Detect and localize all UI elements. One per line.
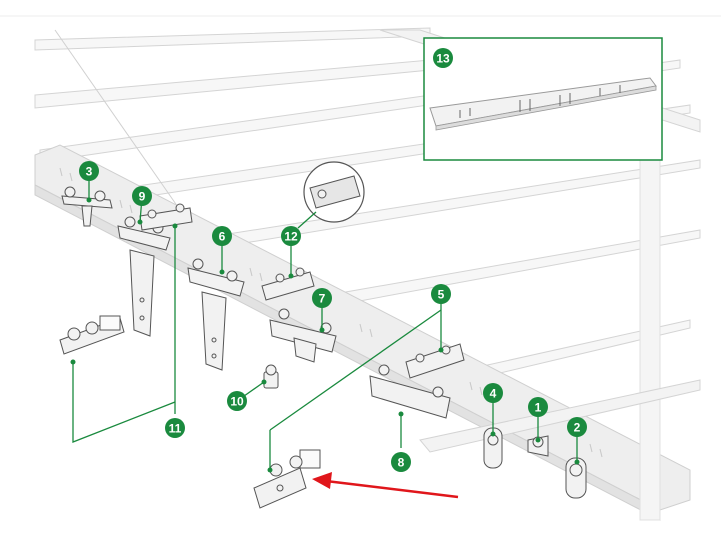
callout-7-label: 7 (319, 292, 326, 306)
callout-2-label: 2 (574, 421, 581, 435)
callout-9-label: 9 (139, 190, 146, 204)
callout-10: 10 (227, 391, 247, 411)
part-5-loose (253, 449, 321, 509)
part-7 (269, 308, 337, 363)
callout-11: 11 (165, 418, 185, 438)
callout-10-label: 10 (230, 395, 244, 409)
callout-8-label: 8 (398, 456, 405, 470)
callout-3: 3 (79, 161, 99, 181)
part-1 (527, 435, 549, 457)
callout-5: 5 (431, 284, 451, 304)
callout-7: 7 (312, 288, 332, 308)
callout-2: 2 (567, 417, 587, 437)
callout-11-label: 11 (169, 422, 182, 436)
callout-4-label: 4 (490, 387, 497, 401)
part-11-bracket (139, 203, 193, 231)
callout-5-label: 5 (438, 288, 445, 302)
callout-13: 13 (433, 48, 453, 68)
callout-1-label: 1 (535, 401, 542, 415)
part-9 (117, 216, 171, 337)
callout-4: 4 (483, 383, 503, 403)
callout-12: 12 (281, 226, 301, 246)
callout-12-label: 12 (284, 230, 298, 244)
part-3 (61, 186, 113, 227)
callout-9: 9 (132, 186, 152, 206)
inset-panel (423, 37, 663, 161)
callout-6-label: 6 (219, 230, 226, 244)
callout-1: 1 (528, 397, 548, 417)
callout-8: 8 (391, 452, 411, 472)
part-2 (565, 457, 587, 499)
part-8 (369, 364, 451, 419)
callout-13-label: 13 (436, 52, 450, 66)
cable-line (54, 29, 181, 211)
part-12-zoom (303, 161, 365, 223)
callout-6: 6 (212, 226, 232, 246)
beam-serrations (59, 167, 603, 458)
red-arrow (312, 472, 459, 499)
part-11-loose (59, 315, 125, 355)
leader-dots (70, 197, 580, 473)
part-10 (263, 364, 279, 389)
callout-3-label: 3 (86, 165, 93, 179)
part-6 (187, 258, 245, 371)
part-12 (261, 267, 315, 301)
